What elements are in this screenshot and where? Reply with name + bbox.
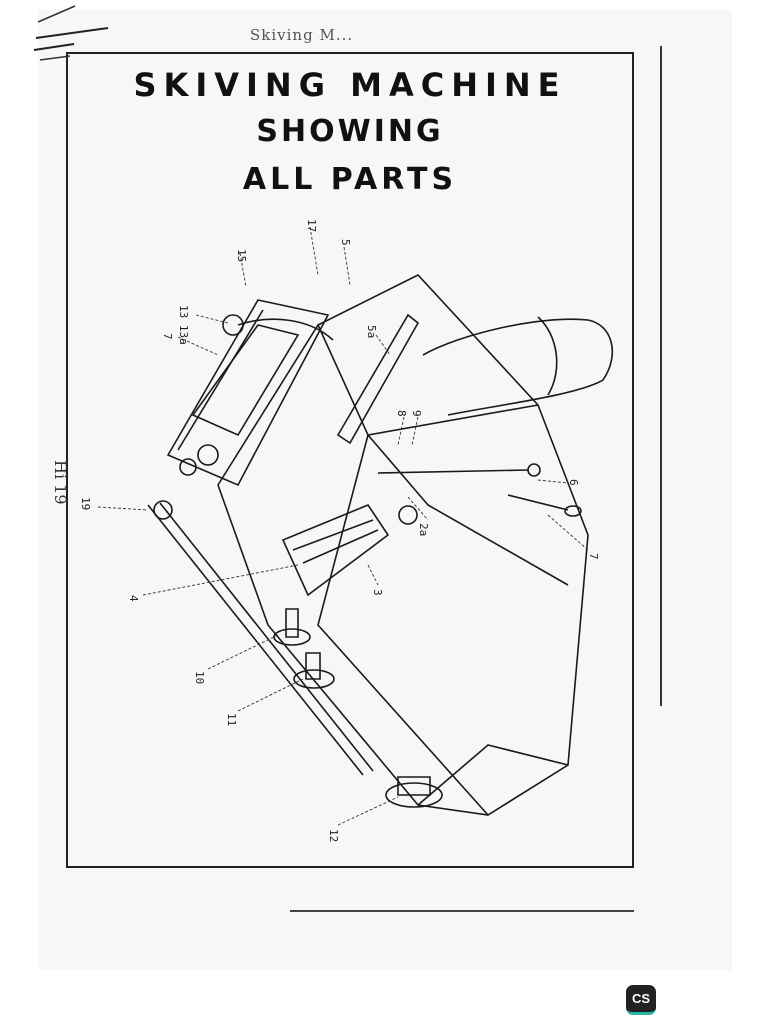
margin-line	[660, 46, 662, 706]
corner-pen-marks	[33, 5, 109, 61]
skiving-machine-diagram: 15 17 5 13 13a 7 5a 8 9 6 19 2a 7 4 3 10…	[79, 219, 614, 842]
leader-lines	[97, 226, 589, 826]
callout-label: 9	[410, 410, 423, 417]
title-line-1: SKIVING MACHINE	[133, 66, 567, 104]
callout-label: 11	[225, 713, 238, 726]
callout-label: 17	[305, 219, 318, 232]
callout-label: 12	[327, 829, 340, 842]
callout-label: 2a	[417, 523, 430, 536]
page-border	[66, 52, 634, 868]
callout-label: 5	[339, 239, 352, 246]
callout-label: 10	[193, 671, 206, 684]
callout-label: 19	[79, 497, 92, 510]
title-line-2: SHOWING	[256, 114, 444, 149]
handwritten-note: Skiving M...	[250, 26, 354, 44]
scanned-page	[38, 10, 732, 970]
bottom-rule	[290, 910, 634, 912]
title-line-3: ALL PARTS	[242, 162, 458, 197]
callout-label: 13 13a	[177, 305, 190, 345]
callout-label: 7	[587, 553, 600, 560]
callout-label: 15	[235, 249, 248, 262]
machine-drawing	[147, 274, 614, 816]
callout-label: 6	[567, 479, 580, 486]
callout-label: 7	[161, 333, 174, 340]
callout-labels: 15 17 5 13 13a 7 5a 8 9 6 19 2a 7 4 3 10…	[79, 219, 600, 842]
callout-label: 4	[127, 595, 140, 602]
callout-label: 5a	[365, 325, 378, 338]
camscanner-badge: CS	[626, 985, 656, 1015]
callout-label: 8	[395, 410, 408, 417]
callout-label: 3	[371, 589, 384, 596]
